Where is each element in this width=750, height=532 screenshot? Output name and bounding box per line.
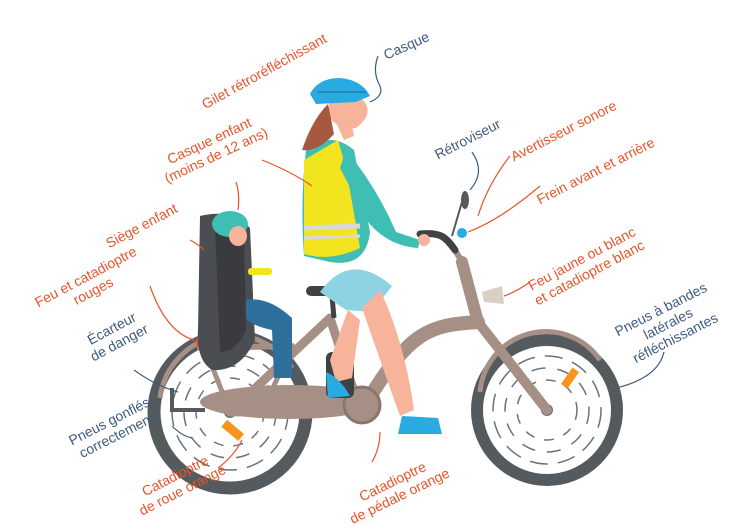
leader-avertisseur <box>478 156 510 216</box>
leader-casque <box>370 56 381 102</box>
leader-retroviseur <box>470 152 479 190</box>
bell <box>457 228 467 238</box>
rider <box>302 78 442 434</box>
mirror <box>461 191 469 209</box>
front-light <box>482 286 504 304</box>
leader-cata-pedale <box>372 432 380 462</box>
leader-frein <box>468 186 540 232</box>
leader-casque-enfant <box>236 182 239 210</box>
leader-feu-rouge <box>150 286 194 340</box>
